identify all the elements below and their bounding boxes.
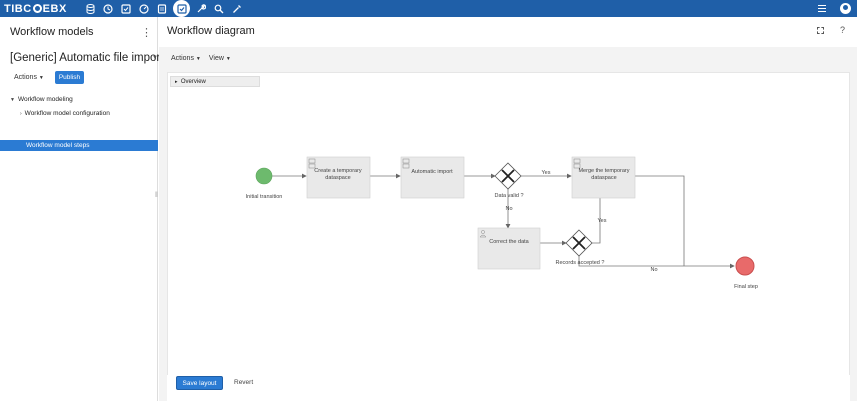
overview-toggle[interactable]: ▸ Overview <box>170 76 260 87</box>
user-avatar[interactable] <box>840 3 851 14</box>
start-event-label: Initial transition <box>246 194 283 200</box>
diagram-view-menu[interactable]: View ▼ <box>208 55 231 62</box>
workflow-diagram: Initial transition Create a temporary da… <box>246 156 758 290</box>
tree-item-workflow-model-configuration[interactable]: ›Workflow model configuration <box>20 110 110 117</box>
more-options-icon[interactable]: ⋮ <box>141 27 152 39</box>
gateway-records-accepted[interactable] <box>565 229 593 257</box>
database-icon[interactable] <box>81 0 99 17</box>
model-selector-caret-icon[interactable]: ▼ <box>152 55 158 61</box>
edge-gateway2-no-to-final <box>578 256 684 267</box>
workflow-model-name: [Generic] Automatic file import <box>10 52 164 64</box>
end-event-label: Final step <box>734 284 758 290</box>
gauge-icon[interactable] <box>135 0 153 17</box>
expand-caret-icon[interactable]: › <box>20 111 22 117</box>
workflow-diagram-canvas[interactable]: ▸ Overview Initial transition <box>167 72 850 381</box>
edge-yes-label: Yes <box>542 170 551 176</box>
publish-button[interactable]: Publish <box>55 71 84 84</box>
step-create-temporary-dataspace[interactable]: Create a temporary dataspace <box>306 156 371 199</box>
step-merge-label-line1: Merge the temporary <box>578 168 629 174</box>
step-import-label: Automatic import <box>411 169 453 175</box>
panel-splitter-handle[interactable]: ‖ <box>155 192 158 199</box>
page-title: Workflow diagram <box>167 25 255 37</box>
edge-no-label: No <box>505 206 512 212</box>
edge-yes-label-2: Yes <box>598 218 607 224</box>
edge-gateway2-yes-to-merge <box>592 192 603 244</box>
tree-item-workflow-model-steps[interactable]: Workflow model steps <box>0 140 158 151</box>
fullscreen-icon[interactable] <box>817 27 824 34</box>
step-merge-label-line2: dataspace <box>591 175 616 181</box>
main-header: Workflow diagram ? <box>159 17 857 47</box>
tree-item-workflow-modeling[interactable]: ▼Workflow modeling <box>10 96 73 103</box>
diagram-toolbar: Actions ▼ View ▼ <box>171 55 231 62</box>
panel-title: Workflow models <box>10 26 94 38</box>
clock-icon[interactable] <box>99 0 117 17</box>
edge-merge-to-final <box>635 175 685 266</box>
checklist-icon[interactable] <box>117 0 135 17</box>
step-correct-label: Correct the data <box>489 239 529 245</box>
gateway-records-accepted-label: Records accepted ? <box>556 260 605 266</box>
step-correct-the-data[interactable]: Correct the data <box>477 227 541 270</box>
step-merge-temporary-dataspace[interactable]: Merge the temporary dataspace <box>571 156 636 199</box>
diagram-footer: Save layout Revert <box>167 375 850 401</box>
collapse-caret-icon[interactable]: ▼ <box>10 97 15 103</box>
edge-no-label-2: No <box>650 267 657 273</box>
document-icon[interactable] <box>153 0 171 17</box>
gateway-data-valid[interactable] <box>494 162 522 190</box>
end-event[interactable] <box>735 256 755 276</box>
save-layout-button[interactable]: Save layout <box>176 376 223 390</box>
wrench-icon[interactable] <box>192 0 210 17</box>
left-panel: Workflow models ⋮ [Generic] Automatic fi… <box>0 17 163 401</box>
search-icon[interactable] <box>210 0 228 17</box>
tools-icon[interactable] <box>228 0 246 17</box>
main-content: Workflow diagram ? Actions ▼ View ▼ ▸ Ov… <box>159 17 857 401</box>
diagram-actions-menu[interactable]: Actions ▼ <box>171 55 201 62</box>
help-icon[interactable]: ? <box>840 25 846 35</box>
applications-grid-icon[interactable] <box>818 4 826 13</box>
start-event[interactable] <box>255 167 273 185</box>
step-automatic-import[interactable]: Automatic import <box>400 156 465 199</box>
step-create-label-line1: Create a temporary <box>314 168 362 174</box>
revert-button[interactable]: Revert <box>234 379 254 386</box>
gateway-data-valid-label: Data valid ? <box>494 193 523 199</box>
workflow-icon[interactable] <box>173 0 190 17</box>
actions-menu-button[interactable]: Actions ▼ <box>14 74 44 81</box>
step-create-label-line2: dataspace <box>325 175 350 181</box>
